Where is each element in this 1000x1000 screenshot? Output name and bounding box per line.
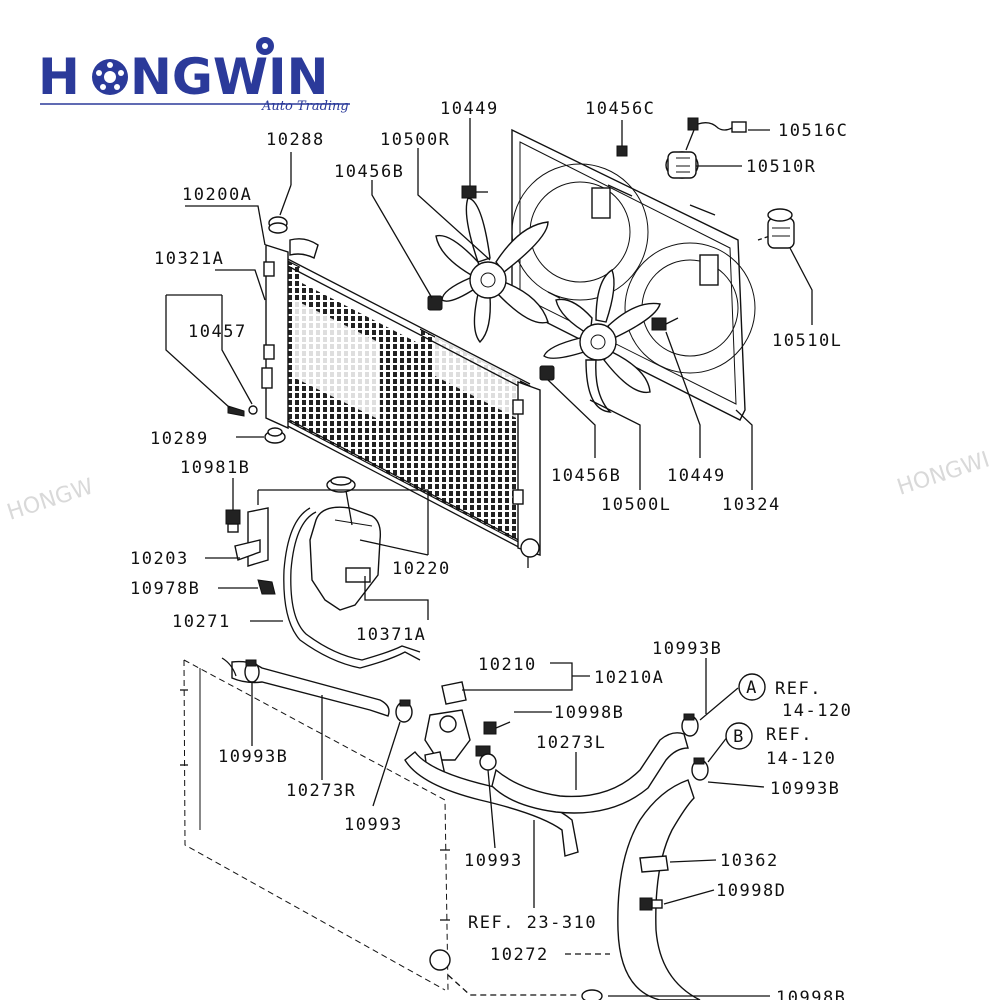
ref-a-number: 14-120 <box>782 701 852 721</box>
label-10981B: 10981B <box>180 458 250 478</box>
drain-plug-10457 <box>227 405 258 417</box>
clamp-10993-left <box>395 699 413 723</box>
label-10993-mid: 10993 <box>464 851 523 871</box>
label-10449-bottom: 10449 <box>667 466 726 486</box>
harness-connector-10516C <box>685 117 747 151</box>
clamp-10993-mid <box>475 745 497 771</box>
fan-motor-10510L <box>757 208 795 249</box>
label-10362: 10362 <box>720 851 779 871</box>
label-10500R: 10500R <box>380 130 450 150</box>
hose-10273L <box>491 732 689 814</box>
ref-a-text: REF. <box>775 679 822 699</box>
label-10993B-right: 10993B <box>770 779 840 799</box>
label-10510R: 10510R <box>746 157 816 177</box>
label-10456B-top: 10456B <box>334 162 404 182</box>
label-10993B-left: 10993B <box>218 747 288 767</box>
label-10220: 10220 <box>392 559 451 579</box>
logo-name: NGWIN <box>130 48 329 106</box>
bolt-10998B <box>483 721 511 735</box>
logo-gear-icon <box>256 37 274 55</box>
clamp-10993B-right <box>691 757 709 781</box>
label-10210A: 10210A <box>594 668 664 688</box>
label-10998D: 10998D <box>716 881 786 901</box>
label-10456C: 10456C <box>585 99 655 119</box>
clamp-10993B-top <box>681 713 699 737</box>
label-10371A: 10371A <box>356 625 426 645</box>
label-10449-top: 10449 <box>440 99 499 119</box>
ref-a-marker: A <box>738 673 766 701</box>
ref-b-number: 14-120 <box>766 749 836 769</box>
label-10289: 10289 <box>150 429 209 449</box>
label-10273R: 10273R <box>286 781 356 801</box>
label-10456B-bottom: 10456B <box>551 466 621 486</box>
label-10457: 10457 <box>188 322 247 342</box>
nut-10456B-top <box>427 295 443 311</box>
watermark-left: HONGW <box>4 474 97 525</box>
label-10978B: 10978B <box>130 579 200 599</box>
radiator-core <box>279 254 531 554</box>
label-ref-23-310: REF. 23-310 <box>468 913 597 933</box>
lower-radiator-outline <box>180 659 451 991</box>
brand-logo: H NGWIN Auto Trading <box>38 37 350 114</box>
hose-ref-23-310 <box>404 751 579 857</box>
radiator-cap-10288 <box>268 216 288 234</box>
bolt-10998D <box>639 897 663 911</box>
label-10271: 10271 <box>172 612 231 632</box>
grommet-10289 <box>264 427 286 444</box>
nut-10456B-bottom <box>539 365 555 381</box>
hose-10271 <box>283 507 421 669</box>
fan-motor-10510R <box>665 151 699 179</box>
label-10210: 10210 <box>478 655 537 675</box>
upper-inlet-neck <box>289 238 319 259</box>
bolt-10449-bottom <box>651 317 679 331</box>
ref-b-text: REF. <box>766 725 813 745</box>
ref-a-letter: A <box>746 678 758 698</box>
logo-wheel-icon <box>92 59 128 95</box>
fan-blade-10500L <box>543 268 661 413</box>
clamp-10362 <box>639 855 669 873</box>
watermark-right: HONGWI <box>894 447 993 500</box>
hose-10272 <box>617 779 701 1000</box>
clamp-10998B-bottom <box>581 989 603 1000</box>
part-labels: 10449 10456C 10516C 10510R 10288 10500R … <box>130 99 852 1000</box>
ref-b-letter: B <box>733 727 745 747</box>
radiator-left-tank <box>261 244 289 430</box>
label-10272: 10272 <box>490 945 549 965</box>
fan-blade-10500R <box>435 197 549 344</box>
clamp-10993B-left <box>244 659 260 683</box>
ref-b-marker: B <box>725 722 753 750</box>
label-10993-left: 10993 <box>344 815 403 835</box>
label-10510L: 10510L <box>772 331 842 351</box>
clip-10978B <box>257 579 276 595</box>
label-10516C: 10516C <box>778 121 848 141</box>
logo-tagline: Auto Trading <box>261 99 349 114</box>
radiator-right-tank <box>512 381 541 568</box>
clip-10456C <box>616 145 628 157</box>
bolt-10981B <box>225 509 241 533</box>
label-10500L: 10500L <box>601 495 671 515</box>
fan-shroud-10324 <box>511 128 756 421</box>
label-10203: 10203 <box>130 549 189 569</box>
label-10200A: 10200A <box>182 185 252 205</box>
label-10321A: 10321A <box>154 249 224 269</box>
gasket-10210 <box>441 681 467 705</box>
label-10998B: 10998B <box>554 703 624 723</box>
label-10273L: 10273L <box>536 733 606 753</box>
reserve-tank-10371A <box>309 476 382 611</box>
leader-lines <box>165 118 813 997</box>
label-10998B-bottom: 10998B <box>776 988 846 1000</box>
logo-letter-h: H <box>38 48 80 106</box>
bolt-10449-top <box>461 185 488 199</box>
label-10993B-top: 10993B <box>652 639 722 659</box>
label-10324: 10324 <box>722 495 781 515</box>
bracket-10203 <box>234 507 269 567</box>
label-10288: 10288 <box>266 130 325 150</box>
